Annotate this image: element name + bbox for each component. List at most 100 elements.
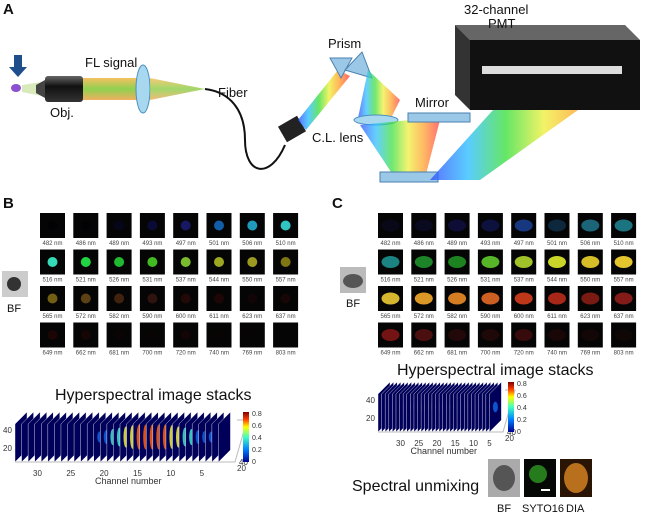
wavelength-label: 531 nm	[142, 278, 162, 284]
unmix-label-dia: DIA	[566, 503, 585, 515]
wavelength-label: 590 nm	[480, 314, 500, 320]
cl-lens-label: C.L. lens	[312, 130, 364, 145]
tile-signal	[114, 330, 125, 340]
wavelength-label: 611 nm	[209, 314, 229, 320]
tile-signal	[247, 220, 258, 231]
tile-signal	[481, 219, 500, 232]
wavelength-label: 557 nm	[276, 278, 296, 284]
bf-label: BF	[346, 298, 360, 310]
colorbar-tick: 0.6	[252, 423, 262, 430]
unmix-label-syto16: SYTO16	[522, 503, 564, 515]
wavelength-label: 506 nm	[242, 241, 262, 247]
wavelength-label: 501 nm	[209, 241, 229, 247]
tile-signal	[247, 293, 258, 304]
wavelength-label: 544 nm	[209, 278, 229, 284]
wavelength-label: 531 nm	[480, 278, 500, 284]
wavelength-label: 720 nm	[176, 351, 196, 357]
wavelength-label: 600 nm	[514, 314, 534, 320]
x-tick: 10	[166, 469, 175, 478]
wavelength-label: 623 nm	[580, 314, 600, 320]
stack-title: Hyperspectral image stacks	[55, 387, 252, 404]
tile-signal	[180, 257, 191, 267]
objective-lens-icon	[45, 76, 83, 102]
tile-signal	[414, 256, 433, 268]
tile-signal	[381, 219, 400, 232]
wavelength-label: 637 nm	[276, 314, 296, 320]
wavelength-label: 521 nm	[76, 278, 96, 284]
fiber-cable	[204, 88, 286, 170]
wavelength-label: 572 nm	[414, 314, 434, 320]
stack-title: Hyperspectral image stacks	[397, 362, 594, 379]
wavelength-label: 803 nm	[614, 351, 634, 357]
wavelength-label: 493 nm	[142, 241, 162, 247]
pmt-label-line1: 32-channel	[464, 2, 528, 17]
tile-signal	[247, 257, 258, 267]
tile-signal	[548, 329, 566, 341]
pmt-box	[470, 40, 640, 110]
tile-signal	[514, 256, 533, 268]
wavelength-label: 582 nm	[447, 314, 467, 320]
tile-signal	[147, 220, 158, 231]
wavelength-label: 526 nm	[109, 278, 129, 284]
fiber-collimator-icon	[277, 115, 307, 143]
z-tick: 20	[237, 464, 246, 473]
bf-label: BF	[7, 303, 21, 315]
panel-b-label: B	[3, 195, 14, 212]
tile-signal	[581, 329, 600, 341]
tile-signal	[180, 293, 191, 304]
cell-icon	[11, 84, 21, 92]
wavelength-label: 510 nm	[614, 241, 634, 247]
tile-signal	[214, 330, 224, 340]
tile-signal	[548, 219, 566, 232]
tile-signal	[47, 220, 58, 231]
fl-signal-beam	[83, 78, 139, 100]
tile-signal	[448, 292, 467, 305]
wavelength-label: 600 nm	[176, 314, 196, 320]
objective-label: Obj.	[50, 105, 74, 120]
x-tick: 30	[33, 469, 42, 478]
y-tick: 20	[3, 444, 12, 453]
panel-a-optical-setup: A Obj. FL signal Fiber Prism Mirror 32-c…	[3, 1, 640, 183]
x-tick: 10	[469, 439, 478, 448]
wavelength-label: 649 nm	[42, 351, 62, 357]
wavelength-label: 506 nm	[580, 241, 600, 247]
tile-signal	[448, 329, 467, 341]
tile-signal	[47, 257, 58, 267]
tile-signal	[448, 256, 467, 268]
wavelength-label: 582 nm	[109, 314, 129, 320]
fl-signal-label: FL signal	[85, 55, 137, 70]
tile-signal	[147, 330, 158, 340]
colorbar-tick: 0.8	[517, 381, 527, 388]
z-tick: 40	[239, 458, 248, 467]
tile-signal	[214, 220, 224, 231]
wavelength-label: 482 nm	[380, 241, 400, 247]
wavelength-label: 550 nm	[580, 278, 600, 284]
tile-signal	[114, 293, 125, 304]
wavelength-label: 681 nm	[109, 351, 129, 357]
tile-signal	[581, 292, 600, 305]
tile-signal	[180, 330, 191, 340]
prism-2-icon	[344, 51, 373, 79]
tile-signal	[80, 293, 91, 304]
wavelength-label: 497 nm	[514, 241, 534, 247]
wavelength-label: 700 nm	[480, 351, 500, 357]
wavelength-label: 501 nm	[547, 241, 567, 247]
wavelength-label: 486 nm	[414, 241, 434, 247]
wavelength-label: 740 nm	[547, 351, 567, 357]
tile-signal	[481, 256, 500, 268]
tile-signal	[80, 330, 91, 340]
z-tick: 40	[507, 428, 516, 437]
wavelength-label: 516 nm	[42, 278, 62, 284]
wavelength-label: 623 nm	[242, 314, 262, 320]
tile-signal	[414, 329, 433, 341]
mirror-label: Mirror	[415, 95, 450, 110]
wavelength-label: 510 nm	[276, 241, 296, 247]
tile-signal	[614, 292, 633, 305]
pmt-label-line2: PMT	[488, 16, 516, 31]
z-tick: 20	[505, 434, 514, 443]
tile-signal	[114, 220, 125, 231]
